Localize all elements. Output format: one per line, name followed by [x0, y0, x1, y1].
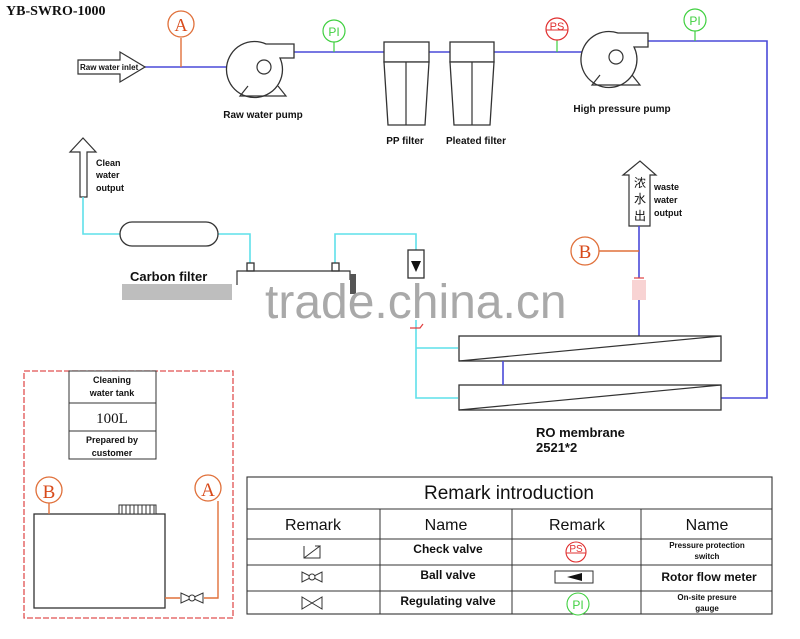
high-pressure-pump-label: High pressure pump: [573, 104, 670, 115]
pipe-clean-output: [82, 197, 120, 235]
marker-b-right: B: [570, 236, 639, 266]
pipe-flow-to-carbon: [334, 233, 417, 264]
remark-table-title: Remark introduction: [424, 483, 594, 504]
ro-membrane-spec: 2521*2: [536, 440, 577, 455]
raw-water-pump-label: Raw water pump: [223, 110, 302, 121]
svg-text:Check valve: Check valve: [413, 542, 483, 556]
svg-text:A: A: [201, 480, 215, 501]
marker-a-top: A: [167, 10, 195, 67]
svg-text:PS: PS: [569, 544, 583, 555]
rotor-flow-meter-legend-icon: [554, 570, 594, 584]
pipe-carbon-to-tank: [218, 233, 251, 264]
regulating-valve-icon: [301, 596, 323, 610]
svg-text:Pressure protection: Pressure protection: [669, 541, 745, 550]
carbon-filter-icon: [236, 262, 356, 294]
svg-text:On-site presure: On-site presure: [677, 593, 737, 602]
svg-text:gauge: gauge: [695, 604, 719, 613]
svg-text:water tank: water tank: [89, 388, 136, 398]
svg-text:出: 出: [634, 209, 646, 223]
marker-b-left: B: [35, 476, 63, 514]
high-pressure-pump-icon: [580, 30, 649, 89]
svg-text:水: 水: [634, 192, 646, 206]
marker-a-left: A: [165, 474, 222, 599]
pi-gauge-2: PI: [683, 8, 707, 41]
raw-water-pump-icon: [225, 40, 295, 99]
pleated-filter-label: Pleated filter: [446, 136, 506, 147]
blur-region: [122, 284, 232, 300]
waste-water-output-label: waste water output: [653, 182, 682, 218]
pp-filter-label: PP filter: [386, 136, 424, 147]
table-row: Ball valve Rotor flow meter: [301, 568, 757, 584]
svg-text:Rotor flow meter: Rotor flow meter: [661, 570, 757, 584]
table-row: Check valve PS Pressure protection switc…: [303, 541, 745, 563]
header-remark-1: Remark: [285, 517, 342, 534]
raw-water-inlet-arrow: Raw water inlet: [77, 50, 147, 84]
svg-text:浓: 浓: [634, 176, 646, 190]
svg-text:PS: PS: [550, 21, 565, 33]
pi-gauge-legend-icon: PI: [566, 592, 590, 616]
ball-valve-icon: [180, 592, 204, 604]
pi-gauge-1: PI: [322, 19, 346, 52]
model-title: YB-SWRO-1000: [6, 4, 106, 19]
pipe-ro-permeate: [415, 320, 458, 399]
pressure-tank-icon: [119, 221, 219, 247]
ps-switch: PS: [545, 17, 569, 52]
svg-text:PI: PI: [572, 598, 583, 612]
cleaning-tank-icon: [33, 504, 166, 609]
header-remark-2: Remark: [549, 517, 606, 534]
svg-text:Cleaning: Cleaning: [93, 375, 131, 385]
ball-valve-legend-icon: [301, 571, 323, 583]
svg-text:PI: PI: [689, 14, 700, 28]
header-name-1: Name: [425, 517, 468, 534]
ro-membrane-icon: [458, 335, 722, 411]
rotor-flow-meter-icon: [407, 249, 425, 329]
table-row: Regulating valve PI On-site presure gaug…: [301, 592, 737, 616]
svg-text:B: B: [579, 242, 592, 263]
svg-text:Regulating valve: Regulating valve: [400, 594, 496, 608]
svg-text:PI: PI: [328, 25, 339, 39]
ro-membrane-label: RO membrane: [536, 425, 625, 440]
svg-text:customer: customer: [92, 448, 133, 458]
pipe-hp-to-ro: [648, 40, 768, 399]
header-name-2: Name: [686, 517, 729, 534]
clean-water-output-label: Clean water output: [95, 158, 124, 193]
pp-filter-icon: [383, 41, 430, 126]
waste-water-output-arrow: 浓 水 出: [621, 160, 658, 227]
cleaning-tank-info-table: Cleaning water tank 100L Prepared by cus…: [68, 370, 157, 460]
watermark: trade.china.cn: [265, 276, 567, 329]
remark-table: Remark introduction Remark Name Remark N…: [246, 476, 773, 616]
check-valve-icon: [303, 545, 321, 559]
svg-text:Prepared by: Prepared by: [86, 435, 138, 445]
raw-water-inlet-label: Raw water inlet: [80, 63, 139, 72]
ps-switch-icon: PS: [565, 541, 587, 563]
svg-text:switch: switch: [695, 552, 720, 561]
pleated-filter-icon: [449, 41, 495, 126]
tank-capacity: 100L: [96, 411, 128, 427]
svg-text:Ball valve: Ball valve: [420, 568, 476, 582]
svg-text:B: B: [43, 482, 56, 503]
blur-region-waste: [632, 280, 646, 300]
carbon-filter-label: Carbon filter: [130, 269, 207, 284]
svg-text:A: A: [175, 15, 188, 35]
clean-water-output-arrow: [68, 137, 98, 198]
